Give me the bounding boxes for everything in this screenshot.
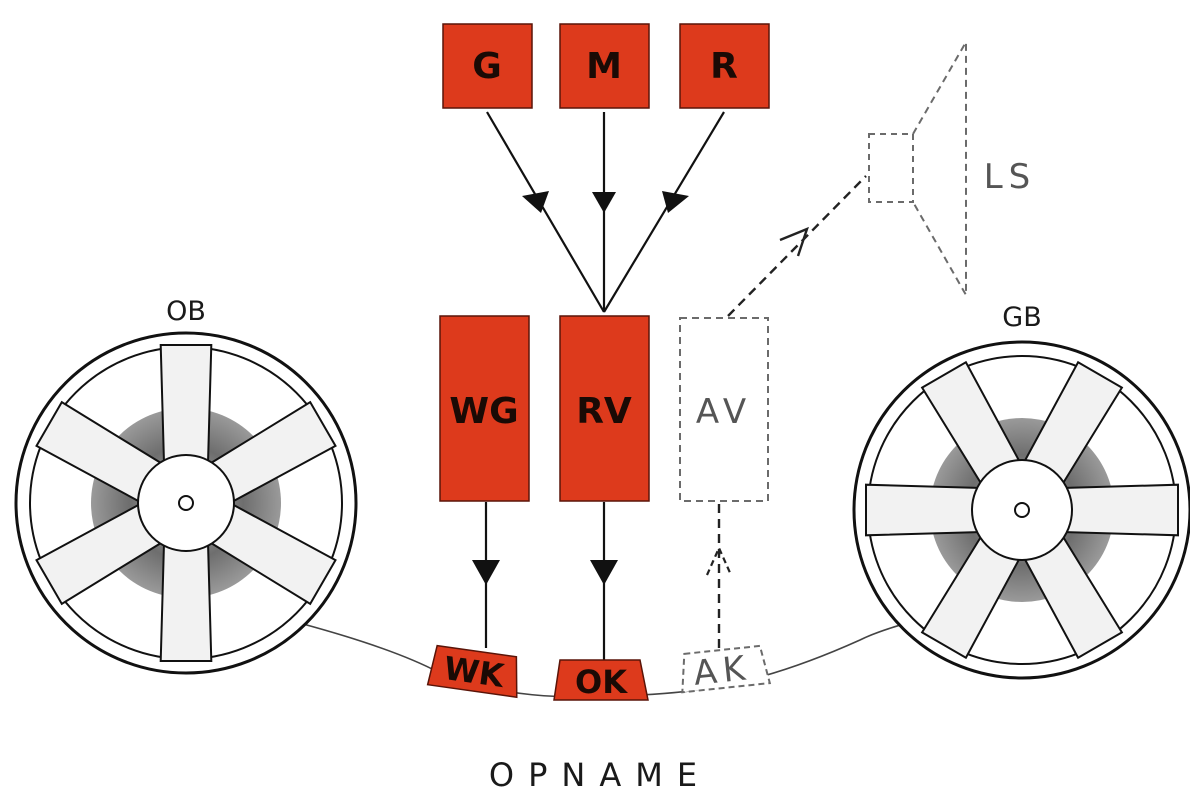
reel-ob	[14, 331, 358, 675]
source-box-r: R	[679, 23, 770, 109]
reel-gb-spoke	[1061, 483, 1179, 537]
head-wk-label: WK	[441, 649, 507, 695]
mid-box-av-label: AV	[696, 392, 752, 432]
diagram-title: OPNAME	[489, 756, 711, 792]
reel-gb-spoke	[865, 483, 983, 537]
mid-box-rv-label: RV	[576, 391, 632, 432]
reel-ob-label: OB	[166, 296, 206, 327]
head-connectors	[472, 502, 733, 660]
reel-gb-label: GB	[1002, 302, 1041, 333]
reel-ob-spindle	[178, 495, 194, 511]
reel-gb-spindle	[1014, 502, 1030, 518]
reel-gb	[852, 340, 1190, 680]
av-to-ls-connector	[727, 175, 867, 317]
loudspeaker-label: LS	[984, 157, 1037, 197]
arrow-r-icon	[662, 191, 689, 213]
reel-ob-spoke	[159, 344, 213, 464]
arrow-av-ls-icon	[779, 226, 809, 257]
reel-ob-spokes	[35, 344, 337, 662]
reel-gb-spokes	[865, 360, 1179, 660]
source-box-r-label: R	[710, 46, 738, 87]
loudspeaker: LS	[868, 38, 1037, 299]
arrow-rv-ok-icon	[590, 560, 618, 585]
mid-box-av: AV	[679, 317, 769, 502]
head-ok-label: OK	[575, 663, 628, 701]
reel-ob-spoke	[159, 542, 213, 662]
source-box-g-label: G	[472, 46, 502, 87]
source-box-m: M	[559, 23, 650, 109]
source-box-g: G	[442, 23, 533, 109]
head-ak-label: AK	[692, 648, 753, 694]
arrow-m-icon	[592, 192, 616, 213]
head-wk: WK	[426, 644, 518, 699]
head-ok: OK	[553, 659, 649, 701]
source-connectors	[486, 111, 725, 313]
mid-box-rv: RV	[559, 315, 650, 502]
mid-box-wg-label: WG	[449, 391, 518, 432]
head-ak: AK	[681, 644, 772, 694]
arrow-wg-wk-icon	[472, 560, 500, 585]
arrow-g-icon	[522, 191, 549, 213]
source-box-m-label: M	[586, 46, 622, 87]
mid-box-wg: WG	[439, 315, 530, 502]
